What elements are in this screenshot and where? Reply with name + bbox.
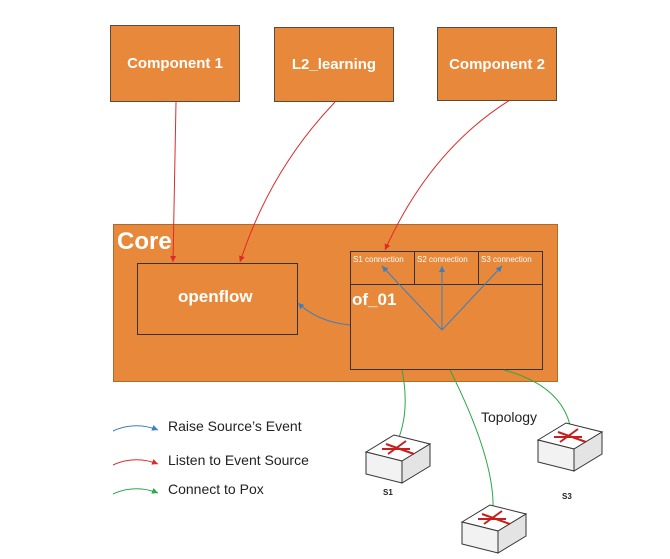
s3-connection-label: S3 connection xyxy=(481,255,532,264)
raise-arrow-s3 xyxy=(441,265,503,331)
openflow-label: openflow xyxy=(178,287,253,306)
topology-label: Topology xyxy=(481,409,538,425)
of01-label: of_01 xyxy=(352,290,397,309)
legend-listen-arrow xyxy=(112,459,159,466)
connect-line-s3 xyxy=(503,369,571,426)
switch-s2-icon xyxy=(460,504,528,554)
core-box xyxy=(113,224,558,382)
legend-raise-text: Raise Source’s Event xyxy=(168,418,302,434)
component-1-label: Component 1 xyxy=(127,55,223,72)
legend-listen-text: Listen to Event Source xyxy=(168,452,309,468)
switch-s1-icon xyxy=(364,434,432,484)
l2-learning-label: L2_learning xyxy=(291,56,377,73)
switch-s1-label: S1 xyxy=(383,488,393,497)
connect-line-s1 xyxy=(397,369,406,441)
switch-s3-label: S3 xyxy=(562,492,572,501)
core-label: Core xyxy=(117,228,172,255)
connect-line-s2 xyxy=(449,369,494,511)
listen-arrow-l2learning xyxy=(239,101,336,263)
raise-arrow-s1 xyxy=(381,265,443,331)
component-2-box: Component 2 xyxy=(437,27,557,101)
switch-s3-icon xyxy=(536,422,604,472)
s3-connection-box: S3 connection xyxy=(478,251,543,285)
l2-learning-box: L2_learning xyxy=(274,27,394,102)
raise-arrow-openflow xyxy=(297,302,351,326)
openflow-box xyxy=(137,263,298,335)
s1-connection-label: S1 connection xyxy=(353,255,404,264)
legend-connect-arrow xyxy=(112,488,159,495)
listen-arrow-component1 xyxy=(170,101,177,263)
s2-connection-label: S2 connection xyxy=(417,255,468,264)
component-2-label: Component 2 xyxy=(449,55,545,73)
listen-arrow-component2 xyxy=(384,99,511,251)
legend-connect-text: Connect to Pox xyxy=(168,481,264,497)
component-1-box: Component 1 xyxy=(110,25,240,102)
legend-raise-arrow xyxy=(112,425,159,432)
